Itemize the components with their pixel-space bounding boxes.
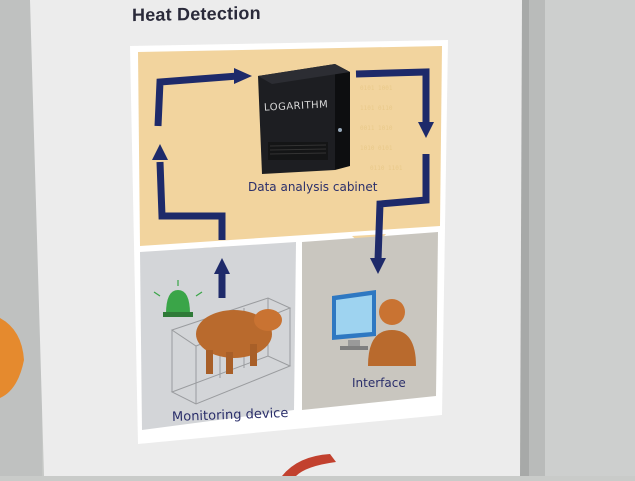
poster-title: Heat Detection <box>132 2 261 26</box>
svg-text:0101 1001: 0101 1001 <box>360 85 393 92</box>
pig-in-crate-icon <box>170 297 292 405</box>
flow-arrows <box>154 68 430 298</box>
svg-text:0011 1010: 0011 1010 <box>360 125 393 132</box>
arrowheads <box>152 68 434 274</box>
cabinet-label: Data analysis cabinet <box>248 180 378 194</box>
svg-text:1101 0110: 1101 0110 <box>360 105 393 112</box>
svg-text:0110 1101: 0110 1101 <box>370 165 403 172</box>
computer-user-icon <box>332 290 416 366</box>
orange-decoration <box>0 318 24 398</box>
alarm-light-icon <box>153 280 203 317</box>
red-decoration <box>282 454 336 476</box>
svg-text:1010 0101: 1010 0101 <box>360 145 393 152</box>
server-cabinet-icon <box>258 64 350 174</box>
interface-label: Interface <box>352 376 406 390</box>
